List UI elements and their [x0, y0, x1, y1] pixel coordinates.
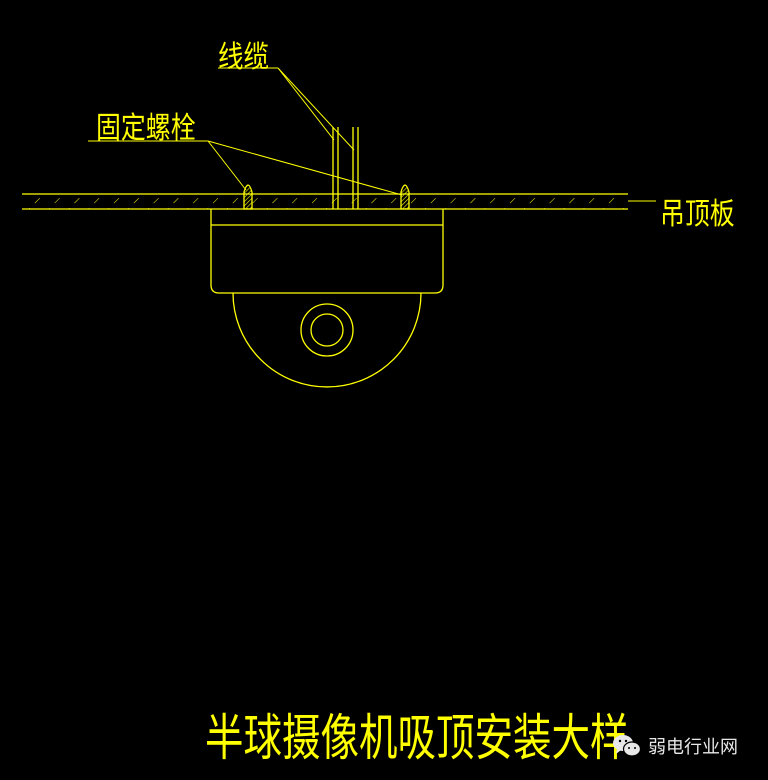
- ceiling-board-label: 吊顶板: [660, 197, 735, 232]
- watermark-text: 弱电行业网: [648, 737, 738, 758]
- cables: [332, 127, 359, 209]
- wechat-icon: [613, 735, 642, 757]
- fixing-bolt-label: 固定螺栓: [96, 111, 196, 146]
- cable-label: 线缆: [218, 40, 269, 75]
- drawing-title: 半球摄像机吸顶安装大样: [205, 709, 629, 767]
- camera-dome: [232, 292, 422, 388]
- camera-housing: [210, 209, 444, 294]
- ceiling-board: [22, 193, 628, 210]
- watermark: 弱电行业网: [612, 733, 738, 759]
- fixing-bolts: [243, 184, 410, 210]
- leader-lines: [88, 67, 656, 202]
